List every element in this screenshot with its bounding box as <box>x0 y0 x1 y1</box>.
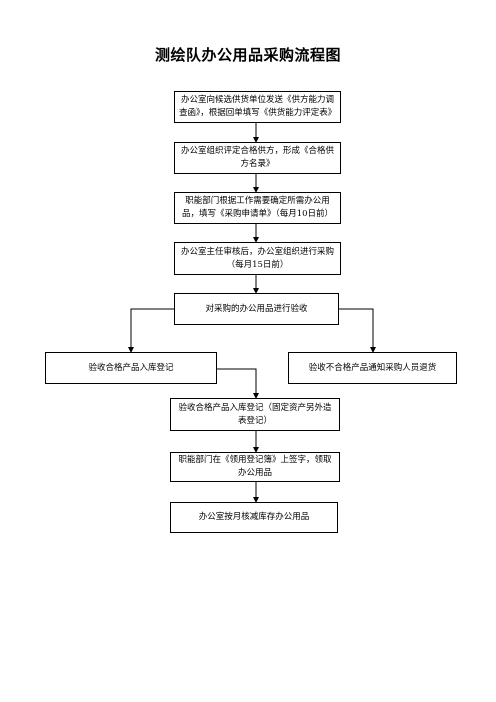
page-title: 测绘队办公用品采购流程图 <box>154 46 341 64</box>
step-inbound-register: 验收合格产品入库登记（固定资产另外造表登记） <box>170 398 340 431</box>
step-monthly-deduct: 办公室按月核减库存办公用品 <box>170 502 338 533</box>
arrow-pass-register <box>217 368 259 399</box>
step-inbound-register-text: 验收合格产品入库登记（固定资产另外造表登记） <box>178 402 332 426</box>
step-sign-collect-text: 职能部门在《领用登记簿》上签字，领取办公用品 <box>178 455 332 478</box>
step-purchase-request: 职能部门根据工作需要确定所需办公用品，填写《采购申请单》（每月10日前） <box>174 192 341 224</box>
step-approve-purchase: 办公室主任审核后，办公室组织进行采购（每月15日前） <box>174 242 341 275</box>
step-supplier-survey-text: 办公室向候选供货单位发送《供方能力调查函》，根据回单填写《供货能力评定表》 <box>179 95 337 118</box>
step-inspection: 对采购的办公用品进行验收 <box>174 293 339 325</box>
arrow-5-fail <box>339 308 376 353</box>
step-purchase-request-text: 职能部门根据工作需要确定所需办公用品，填写《采购申请单》（每月10日前） <box>181 196 334 219</box>
step-approve-purchase-text: 办公室主任审核后，办公室组织进行采购（每月15日前） <box>180 246 334 270</box>
step-sign-collect: 职能部门在《领用登记簿》上签字，领取办公用品 <box>170 452 340 482</box>
step-fail-return-text: 验收不合格产品通知采购人员退货 <box>308 362 437 373</box>
step-pass-inbound-text: 验收合格产品入库登记 <box>88 362 174 373</box>
step-supplier-survey: 办公室向候选供货单位发送《供方能力调查函》，根据回单填写《供货能力评定表》 <box>174 91 341 123</box>
step-pass-inbound: 验收合格产品入库登记 <box>45 352 217 384</box>
arrow-5-pass <box>128 308 174 353</box>
step-inspection-text: 对采购的办公用品进行验收 <box>205 303 308 314</box>
step-monthly-deduct-text: 办公室按月核减库存办公用品 <box>198 512 310 522</box>
step-qualified-supplier-list: 办公室组织评定合格供方，形成《合格供方名录》 <box>174 142 341 174</box>
step-qualified-supplier-list-text: 办公室组织评定合格供方，形成《合格供方名录》 <box>180 146 334 169</box>
step-fail-return: 验收不合格产品通知采购人员退货 <box>288 352 457 384</box>
